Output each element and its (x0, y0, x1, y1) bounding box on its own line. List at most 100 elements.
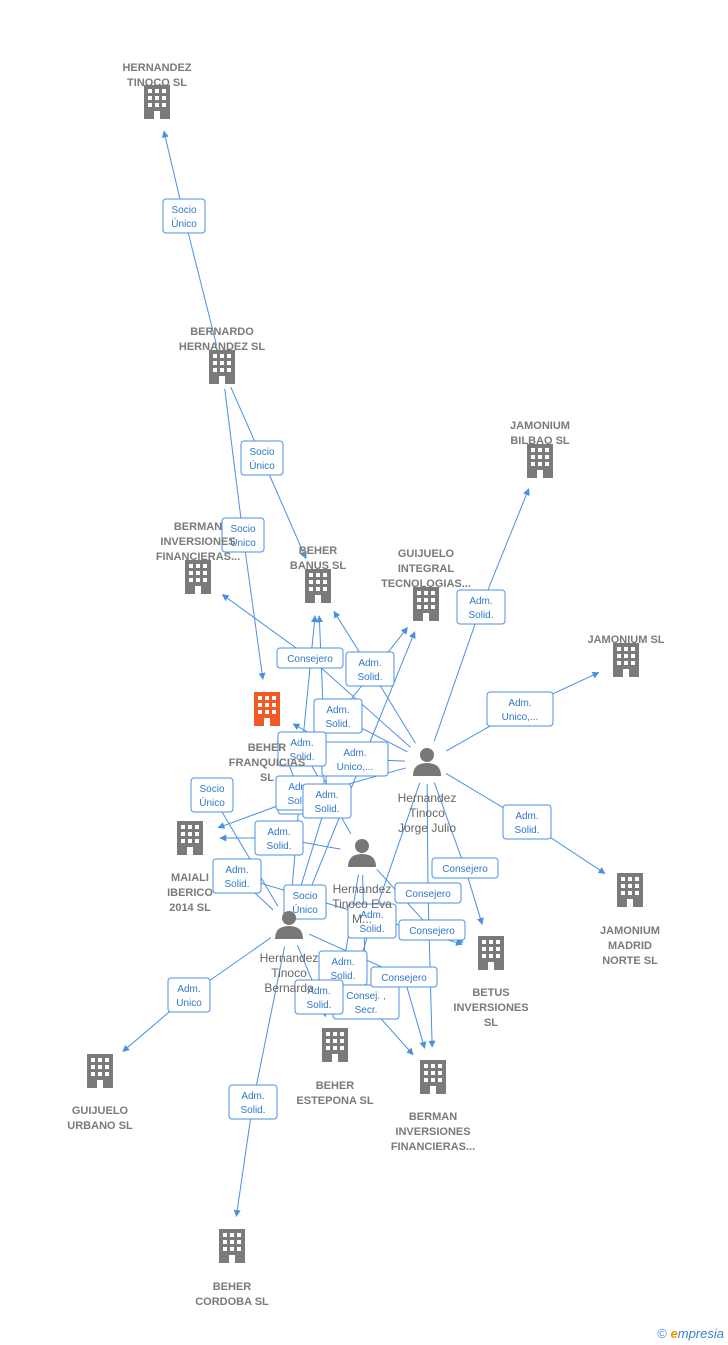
person-icon (348, 839, 376, 867)
role-badge[interactable]: Adm.Solid. (294, 979, 344, 1015)
company-node-berman-inv-left[interactable]: BERMANINVERSIONESFINANCIERAS... (156, 521, 240, 594)
company-name-line: JAMONIUM SL (588, 634, 665, 646)
company-name-line: SL (484, 1017, 498, 1029)
company-node-guijuelo-integral[interactable]: GUIJUELOINTEGRALTECNOLOGIAS... (381, 548, 471, 621)
role-badge-box (347, 903, 397, 939)
company-name-line: NORTE SL (602, 955, 658, 967)
role-badge-text: Adm. (307, 986, 330, 997)
role-badge[interactable]: Adm.Solid. (228, 1084, 278, 1120)
building-icon (527, 444, 553, 478)
role-badge-text: Consejero (405, 889, 451, 900)
role-badge-text: Adm. (326, 705, 349, 716)
role-badge-box (370, 966, 438, 988)
company-node-berman-inv-bottom[interactable]: BERMANINVERSIONESFINANCIERAS... (391, 1060, 475, 1153)
role-badge-text: Único (230, 536, 256, 549)
role-badge-text: Consej. , (346, 991, 385, 1002)
company-name-line: GUIJUELO (72, 1105, 129, 1117)
building-icon (420, 1060, 446, 1094)
role-badge-text: Consejero (442, 864, 488, 875)
company-name-line: JAMONIUM (510, 420, 570, 432)
role-badge[interactable]: Adm.Solid. (318, 950, 368, 986)
role-badge-text: Adm. (315, 790, 338, 801)
role-badge-box (254, 820, 304, 856)
role-badge-text: Consejero (409, 926, 455, 937)
role-badge-text: Adm. (225, 865, 248, 876)
role-badge-text: Socio (171, 205, 196, 216)
role-badge[interactable]: Adm.Solid. (345, 651, 395, 687)
person-name-line: M... (352, 912, 372, 926)
role-badge[interactable]: Adm. Solid. (313, 698, 363, 734)
role-badge-box (431, 857, 499, 879)
role-badge-text: Unico,... (337, 762, 374, 773)
role-badge[interactable]: Adm. Unico,... (321, 741, 389, 777)
company-name-line: INVERSIONES (395, 1126, 470, 1138)
role-badge-text: Solid. (240, 1105, 265, 1116)
role-badge[interactable]: Adm.Solid. (347, 903, 397, 939)
company-name-line: CORDOBA SL (195, 1296, 269, 1308)
role-badge-text: Adm. (343, 748, 366, 759)
role-badge-box (277, 731, 327, 767)
role-badge-text: Solid. (287, 796, 312, 807)
company-name-line: JAMONIUM (600, 925, 660, 937)
role-badge-box (345, 651, 395, 687)
role-badge[interactable]: Adm. Solid. (302, 783, 352, 819)
company-node-jamonium[interactable]: JAMONIUM SL (588, 634, 665, 677)
role-badge[interactable]: Consejero (398, 919, 466, 941)
company-name-line: BEHER (299, 545, 338, 557)
role-badge[interactable]: Adm.Solid. (277, 731, 327, 767)
brand-initial: e (670, 1326, 678, 1341)
role-badge-text: Solid. (325, 719, 350, 730)
role-badge[interactable]: Adm.Solid. (212, 858, 262, 894)
company-name-line: ESTEPONA SL (296, 1095, 373, 1107)
company-name-line: HERNANDEZ SL (179, 341, 265, 353)
company-name-line: MAIALI (171, 872, 209, 884)
role-badge-text: Socio (292, 891, 317, 902)
role-badge-text: Adm. (267, 827, 290, 838)
role-badge-box (167, 977, 211, 1013)
building-icon (185, 560, 211, 594)
person-name-line: Tinoco Eva (332, 897, 392, 911)
role-badge[interactable]: Consejero (276, 647, 344, 669)
role-badge-text: Solid. (357, 672, 382, 683)
role-badge[interactable]: Consejero (370, 966, 438, 988)
role-badge-box (502, 804, 552, 840)
role-badge-text: Adm. (469, 596, 492, 607)
building-icon (209, 350, 235, 384)
role-badge-box (394, 882, 462, 904)
role-badge-text: Socio (199, 784, 224, 795)
role-badge[interactable]: Adm.Solid. (502, 804, 552, 840)
role-badge[interactable]: Adm.Solid. (456, 589, 506, 625)
role-badge-text: Solid. (289, 752, 314, 763)
role-badge[interactable]: Adm.Unico (167, 977, 211, 1013)
role-badge[interactable]: Adm.Unico,... (486, 691, 554, 727)
building-icon (254, 692, 280, 726)
company-name-line: IBERICO (167, 887, 213, 899)
company-name-line: FRANQUICIAS (229, 757, 305, 769)
company-name-line: INTEGRAL (398, 563, 455, 575)
empresia-logo[interactable]: © empresia (657, 1326, 724, 1341)
company-name-line: BETUS (472, 987, 509, 999)
role-badge[interactable]: Adm.Solid. (254, 820, 304, 856)
role-badge[interactable]: Consejero (431, 857, 499, 879)
role-badge-text: Solid. (314, 804, 339, 815)
role-badge[interactable]: Consejero (394, 882, 462, 904)
